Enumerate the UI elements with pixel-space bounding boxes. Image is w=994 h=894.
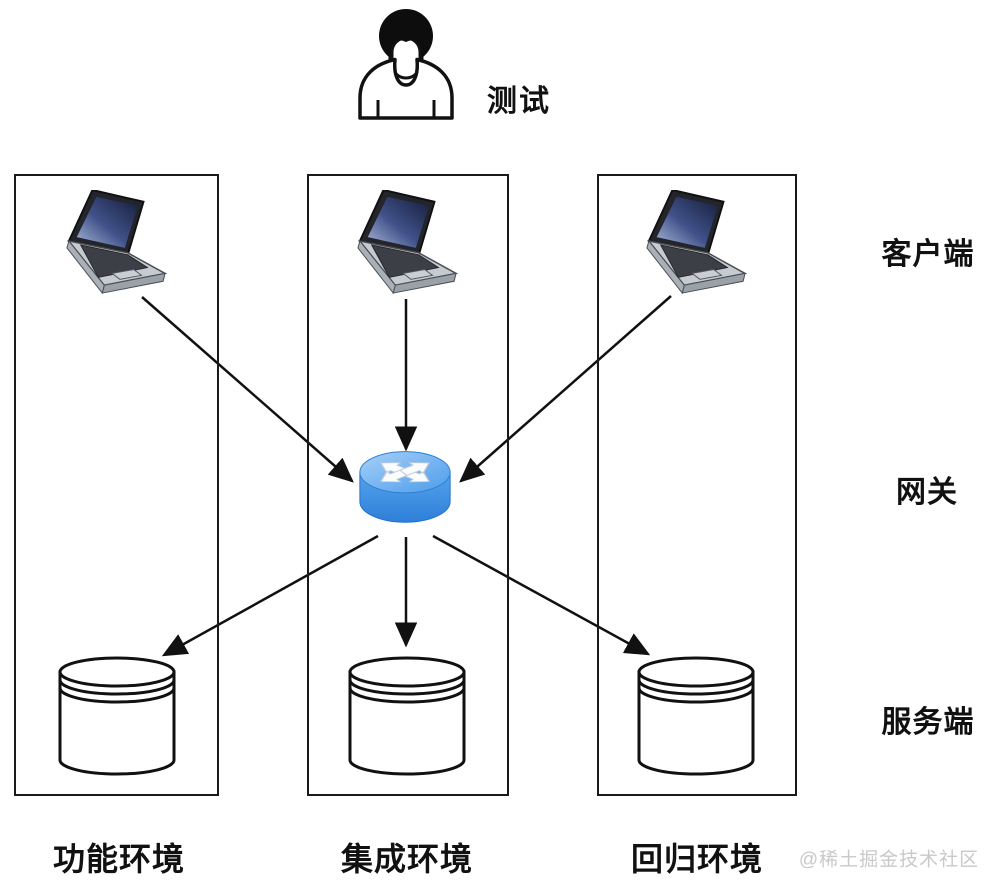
watermark: @稀土掘金技术社区 bbox=[798, 849, 980, 871]
actor-label: 测试 bbox=[487, 85, 551, 118]
env-label-regression: 回归环境 bbox=[630, 841, 764, 877]
tier-label-gateway: 网关 bbox=[896, 476, 958, 509]
env-box-regression bbox=[597, 174, 797, 796]
env-label-integration: 集成环境 bbox=[340, 841, 474, 877]
env-box-integration bbox=[307, 174, 509, 796]
env-label-functional: 功能环境 bbox=[52, 841, 186, 877]
tier-label-client: 客户端 bbox=[881, 238, 975, 271]
person-icon bbox=[348, 4, 464, 120]
env-box-functional bbox=[14, 174, 219, 796]
tier-label-server: 服务端 bbox=[881, 706, 975, 739]
